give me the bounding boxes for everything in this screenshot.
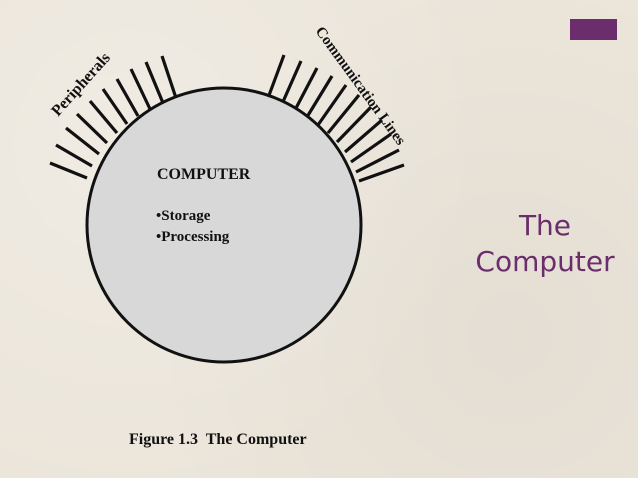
slide-title-line1: The bbox=[518, 209, 572, 242]
computer-circle bbox=[85, 86, 363, 364]
box-title: COMPUTER bbox=[157, 166, 251, 183]
slide-title: The Computer bbox=[470, 208, 620, 280]
corner-accent-block bbox=[570, 19, 617, 40]
communication-lines bbox=[266, 54, 405, 183]
peripheral-lines bbox=[49, 55, 178, 180]
list-item-storage: •Storage bbox=[156, 208, 211, 224]
list-item-processing: •Processing bbox=[156, 229, 230, 245]
figure-caption: Figure 1.3 The Computer bbox=[129, 431, 307, 448]
slide-title-line2: Computer bbox=[475, 245, 615, 278]
peripherals-label: Peripherals bbox=[48, 50, 114, 120]
